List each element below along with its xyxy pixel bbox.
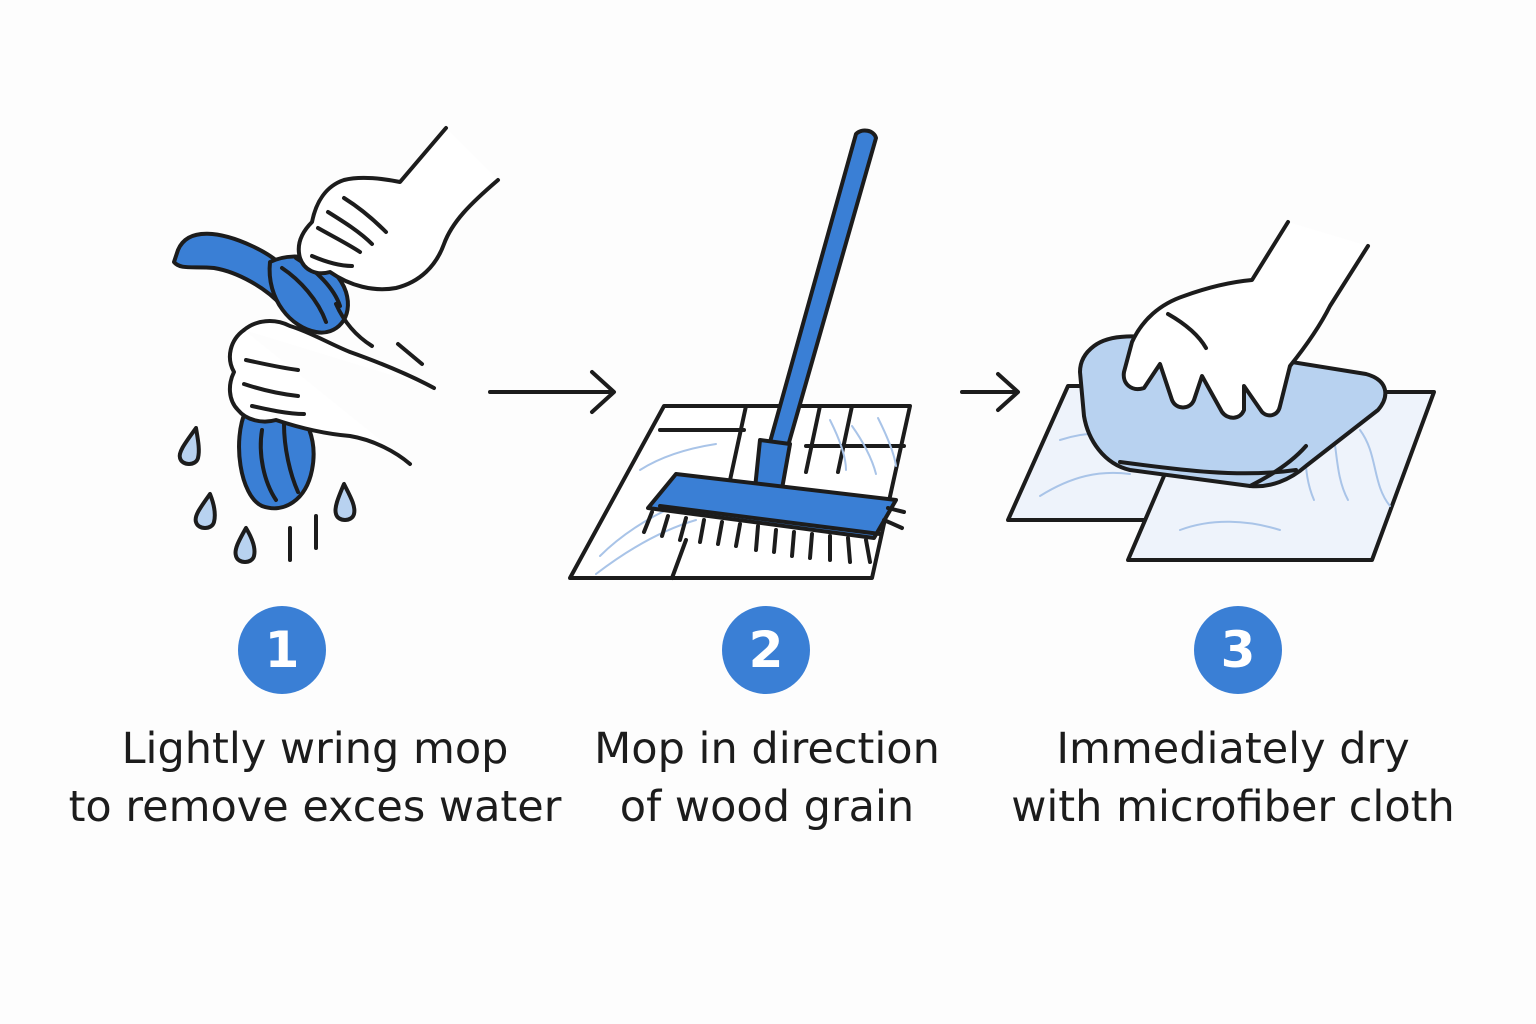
upper-hand [296, 126, 500, 292]
step-3-caption-line-1: Immediately dry [1056, 724, 1410, 774]
step-badge-circle [722, 606, 810, 694]
step-2-caption-line-1: Mop in direction [594, 724, 940, 774]
arrow-right-icon [488, 370, 616, 414]
lower-hand [227, 328, 412, 466]
step-2-caption-line-2: of wood grain [619, 782, 915, 832]
step-2-caption: Mop in direction of wood grain [487, 720, 1047, 836]
wringing-hands-icon [172, 126, 500, 564]
hand-cloth-icon [1078, 220, 1388, 489]
step-1-caption: Lightly wring mop to remove exces water [35, 720, 595, 836]
step-3-caption: Immediately dry with microfiber cloth [953, 720, 1513, 836]
flat-mop-icon [642, 128, 906, 564]
step-1-caption-line-1: Lightly wring mop [121, 724, 509, 774]
step-1-caption-line-2: to remove exces water [68, 782, 562, 832]
arrow-right-icon [960, 372, 1020, 412]
step-3-number: 3 [1220, 621, 1256, 679]
step-1-number: 1 [264, 621, 300, 679]
water-drop-icon [177, 426, 201, 466]
step-2-number: 2 [748, 621, 784, 679]
step-badge-circle [1194, 606, 1282, 694]
step-3-caption-line-2: with microfiber cloth [1011, 782, 1455, 832]
step-badge-circle [238, 606, 326, 694]
